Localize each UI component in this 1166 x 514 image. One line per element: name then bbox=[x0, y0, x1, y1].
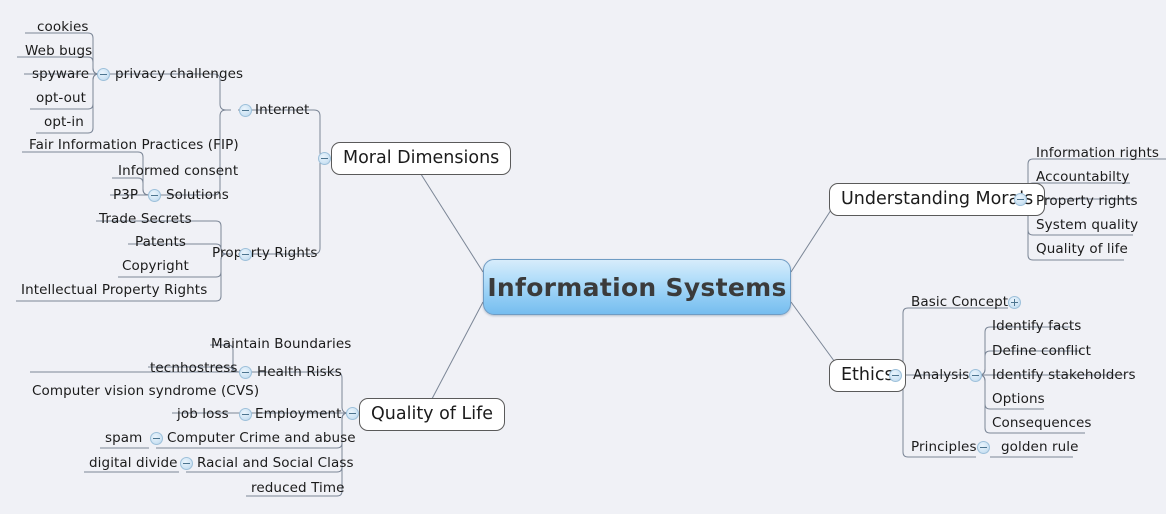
node-reduced-time[interactable]: reduced Time bbox=[251, 480, 345, 496]
branch-label-quality-of-life: Quality of Life bbox=[371, 404, 494, 424]
node-spyware[interactable]: spyware bbox=[32, 66, 90, 82]
branch-label-moral-dimensions: Moral Dimensions bbox=[343, 148, 500, 168]
toggle-internet[interactable] bbox=[239, 104, 252, 117]
node-property-rights[interactable]: Property Rights bbox=[212, 245, 318, 261]
node-privacy-challenges[interactable]: privacy challenges bbox=[115, 66, 244, 82]
branch-node-understanding-morals[interactable]: Understanding Morals bbox=[829, 183, 1046, 216]
node-golden-rule[interactable]: golden rule bbox=[1001, 439, 1079, 455]
node-health-risks[interactable]: Health Risks bbox=[257, 364, 342, 380]
toggle-solutions[interactable] bbox=[148, 189, 161, 202]
node-cookies[interactable]: cookies bbox=[37, 19, 89, 35]
node-options[interactable]: Options bbox=[992, 391, 1045, 407]
node-basic-concepts[interactable]: Basic Concepts bbox=[911, 294, 1016, 310]
central-node-label: Information Systems bbox=[487, 272, 787, 302]
node-principles[interactable]: Principles bbox=[911, 439, 977, 455]
node-consequences[interactable]: Consequences bbox=[992, 415, 1092, 431]
branch-node-moral-dimensions[interactable]: Moral Dimensions bbox=[331, 142, 512, 175]
toggle-analysis[interactable] bbox=[969, 369, 982, 382]
node-patents[interactable]: Patents bbox=[135, 234, 186, 250]
toggle-ethics[interactable] bbox=[889, 369, 902, 382]
toggle-principles[interactable] bbox=[977, 441, 990, 454]
node-p3p[interactable]: P3P bbox=[113, 187, 139, 203]
toggle-property-rights[interactable] bbox=[239, 248, 252, 261]
node-analysis[interactable]: Analysis bbox=[913, 367, 970, 383]
branch-label-ethics: Ethics bbox=[841, 365, 894, 385]
toggle-health-risks[interactable] bbox=[239, 366, 252, 379]
node-solutions[interactable]: Solutions bbox=[166, 187, 229, 203]
node-tecnhostress[interactable]: tecnhostress bbox=[150, 360, 238, 376]
branch-node-quality-of-life[interactable]: Quality of Life bbox=[359, 398, 506, 431]
toggle-privacy-challenges[interactable] bbox=[97, 68, 110, 81]
node-opt-out[interactable]: opt-out bbox=[36, 90, 87, 106]
node-opt-in[interactable]: opt-in bbox=[44, 114, 84, 130]
node-define-conflict[interactable]: Define conflict bbox=[992, 343, 1092, 359]
toggle-racial-and-social-class[interactable] bbox=[180, 457, 193, 470]
node-web-bugs[interactable]: Web bugs bbox=[25, 43, 93, 59]
node-property-rights-morals[interactable]: Property rights bbox=[1036, 193, 1138, 209]
toggle-basic-concepts[interactable] bbox=[1008, 296, 1021, 309]
node-racial-and-social-class[interactable]: Racial and Social Class bbox=[197, 455, 354, 471]
node-informed-consent[interactable]: Informed consent bbox=[118, 163, 239, 179]
toggle-quality-of-life[interactable] bbox=[346, 407, 359, 420]
toggle-employment[interactable] bbox=[239, 408, 252, 421]
node-job-loss[interactable]: job loss bbox=[177, 406, 229, 422]
branch-label-understanding-morals: Understanding Morals bbox=[841, 189, 1034, 209]
toggle-moral-dimensions[interactable] bbox=[318, 152, 331, 165]
toggle-computer-crime-and-abuse[interactable] bbox=[150, 432, 163, 445]
node-fair-information-practices[interactable]: Fair Information Practices (FIP) bbox=[29, 137, 239, 153]
node-spam[interactable]: spam bbox=[105, 430, 143, 446]
node-maintain-boundaries[interactable]: Maintain Boundaries bbox=[211, 336, 352, 352]
node-employment[interactable]: Employment bbox=[255, 406, 342, 422]
node-system-quality[interactable]: System quality bbox=[1036, 217, 1139, 233]
node-identify-stakeholders[interactable]: Identify stakeholders bbox=[992, 367, 1136, 383]
node-copyright[interactable]: Copyright bbox=[122, 258, 189, 274]
node-identify-facts[interactable]: Identify facts bbox=[992, 318, 1082, 334]
central-node[interactable]: Information Systems bbox=[483, 259, 791, 315]
node-internet[interactable]: Internet bbox=[255, 102, 310, 118]
node-computer-vision-syndrome[interactable]: Computer vision syndrome (CVS) bbox=[32, 383, 260, 399]
node-accountabilty[interactable]: Accountabilty bbox=[1036, 169, 1130, 185]
node-quality-of-life-morals[interactable]: Quality of life bbox=[1036, 241, 1128, 257]
node-computer-crime-and-abuse[interactable]: Computer Crime and abuse bbox=[167, 430, 356, 446]
toggle-understanding-morals[interactable] bbox=[1014, 193, 1027, 206]
node-information-rights[interactable]: Information rights bbox=[1036, 145, 1159, 161]
node-digital-divide[interactable]: digital divide bbox=[89, 455, 178, 471]
node-trade-secrets[interactable]: Trade Secrets bbox=[99, 211, 192, 227]
node-intellectual-property-rights[interactable]: Intellectual Property Rights bbox=[21, 282, 208, 298]
